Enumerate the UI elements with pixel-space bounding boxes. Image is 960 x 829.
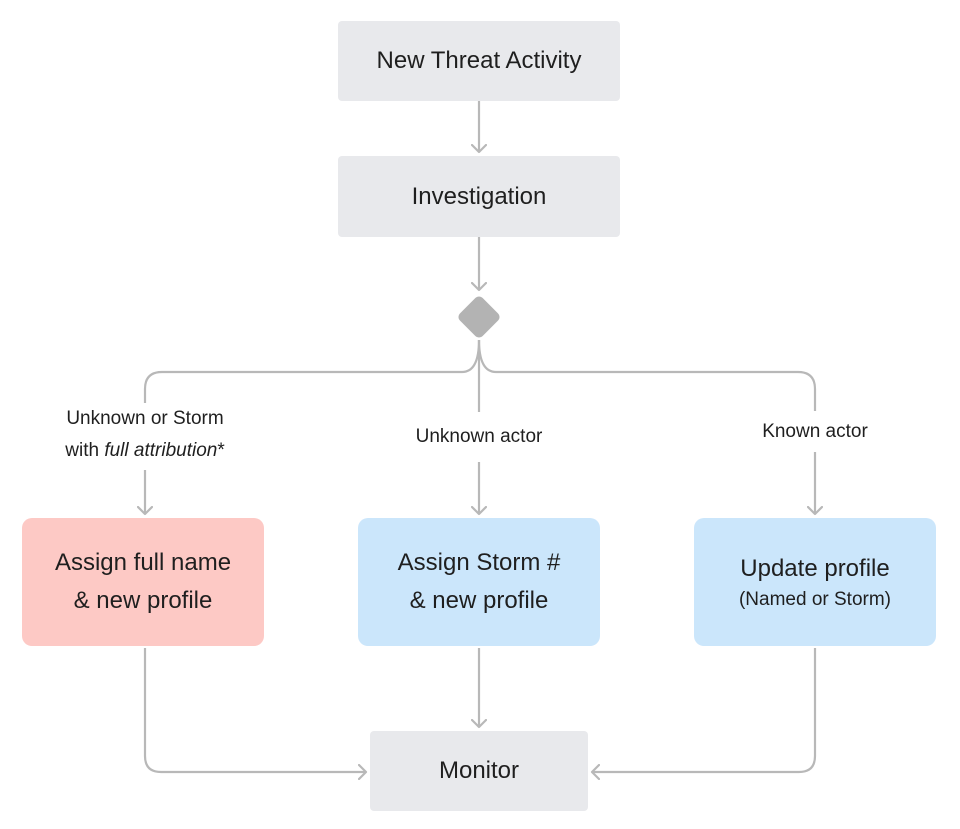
node-assign-full-name-line2: & new profile (73, 587, 213, 614)
node-new-threat-activity: New Threat Activity (338, 21, 620, 101)
edge-decision-to-update-profile (477, 339, 817, 411)
node-assign-storm: Assign Storm # & new profile (358, 518, 600, 646)
node-update-profile-line2: (Named or Storm) (738, 589, 892, 610)
edge-label-left-line2: with full attribution* (30, 435, 260, 467)
edge-decision-to-assign-full (143, 339, 481, 403)
edge-label-middle: Unknown actor (379, 421, 579, 453)
node-new-threat-activity-label: New Threat Activity (376, 47, 582, 74)
edge-label-middle-text: Unknown actor (415, 426, 543, 447)
edge-label-left-emphasis: full attribution (104, 440, 218, 461)
node-assign-full-name-line1: Assign full name (54, 549, 232, 576)
node-investigation: Investigation (338, 156, 620, 237)
node-monitor-label: Monitor (438, 757, 520, 784)
edge-label-right-text: Known actor (762, 421, 868, 442)
node-update-profile: Update profile (Named or Storm) (694, 518, 936, 646)
edge-label-left-suffix: * (217, 440, 225, 461)
node-assign-storm-line2: & new profile (409, 587, 549, 614)
edge-label-left: Unknown or Storm with full attribution* (30, 403, 260, 467)
node-monitor: Monitor (370, 731, 588, 811)
edge-assign-full-to-monitor (143, 648, 366, 772)
decision-diamond (458, 296, 500, 338)
edge-label-left-line1: Unknown or Storm (66, 408, 224, 429)
edge-label-left-prefix: with (65, 440, 105, 461)
node-assign-full-name: Assign full name & new profile (22, 518, 264, 646)
node-update-profile-line1: Update profile (740, 555, 890, 582)
node-assign-storm-line1: Assign Storm # (397, 549, 561, 576)
edge-label-right: Known actor (725, 416, 905, 448)
node-investigation-label: Investigation (411, 182, 547, 210)
edge-update-profile-to-monitor (592, 648, 817, 772)
